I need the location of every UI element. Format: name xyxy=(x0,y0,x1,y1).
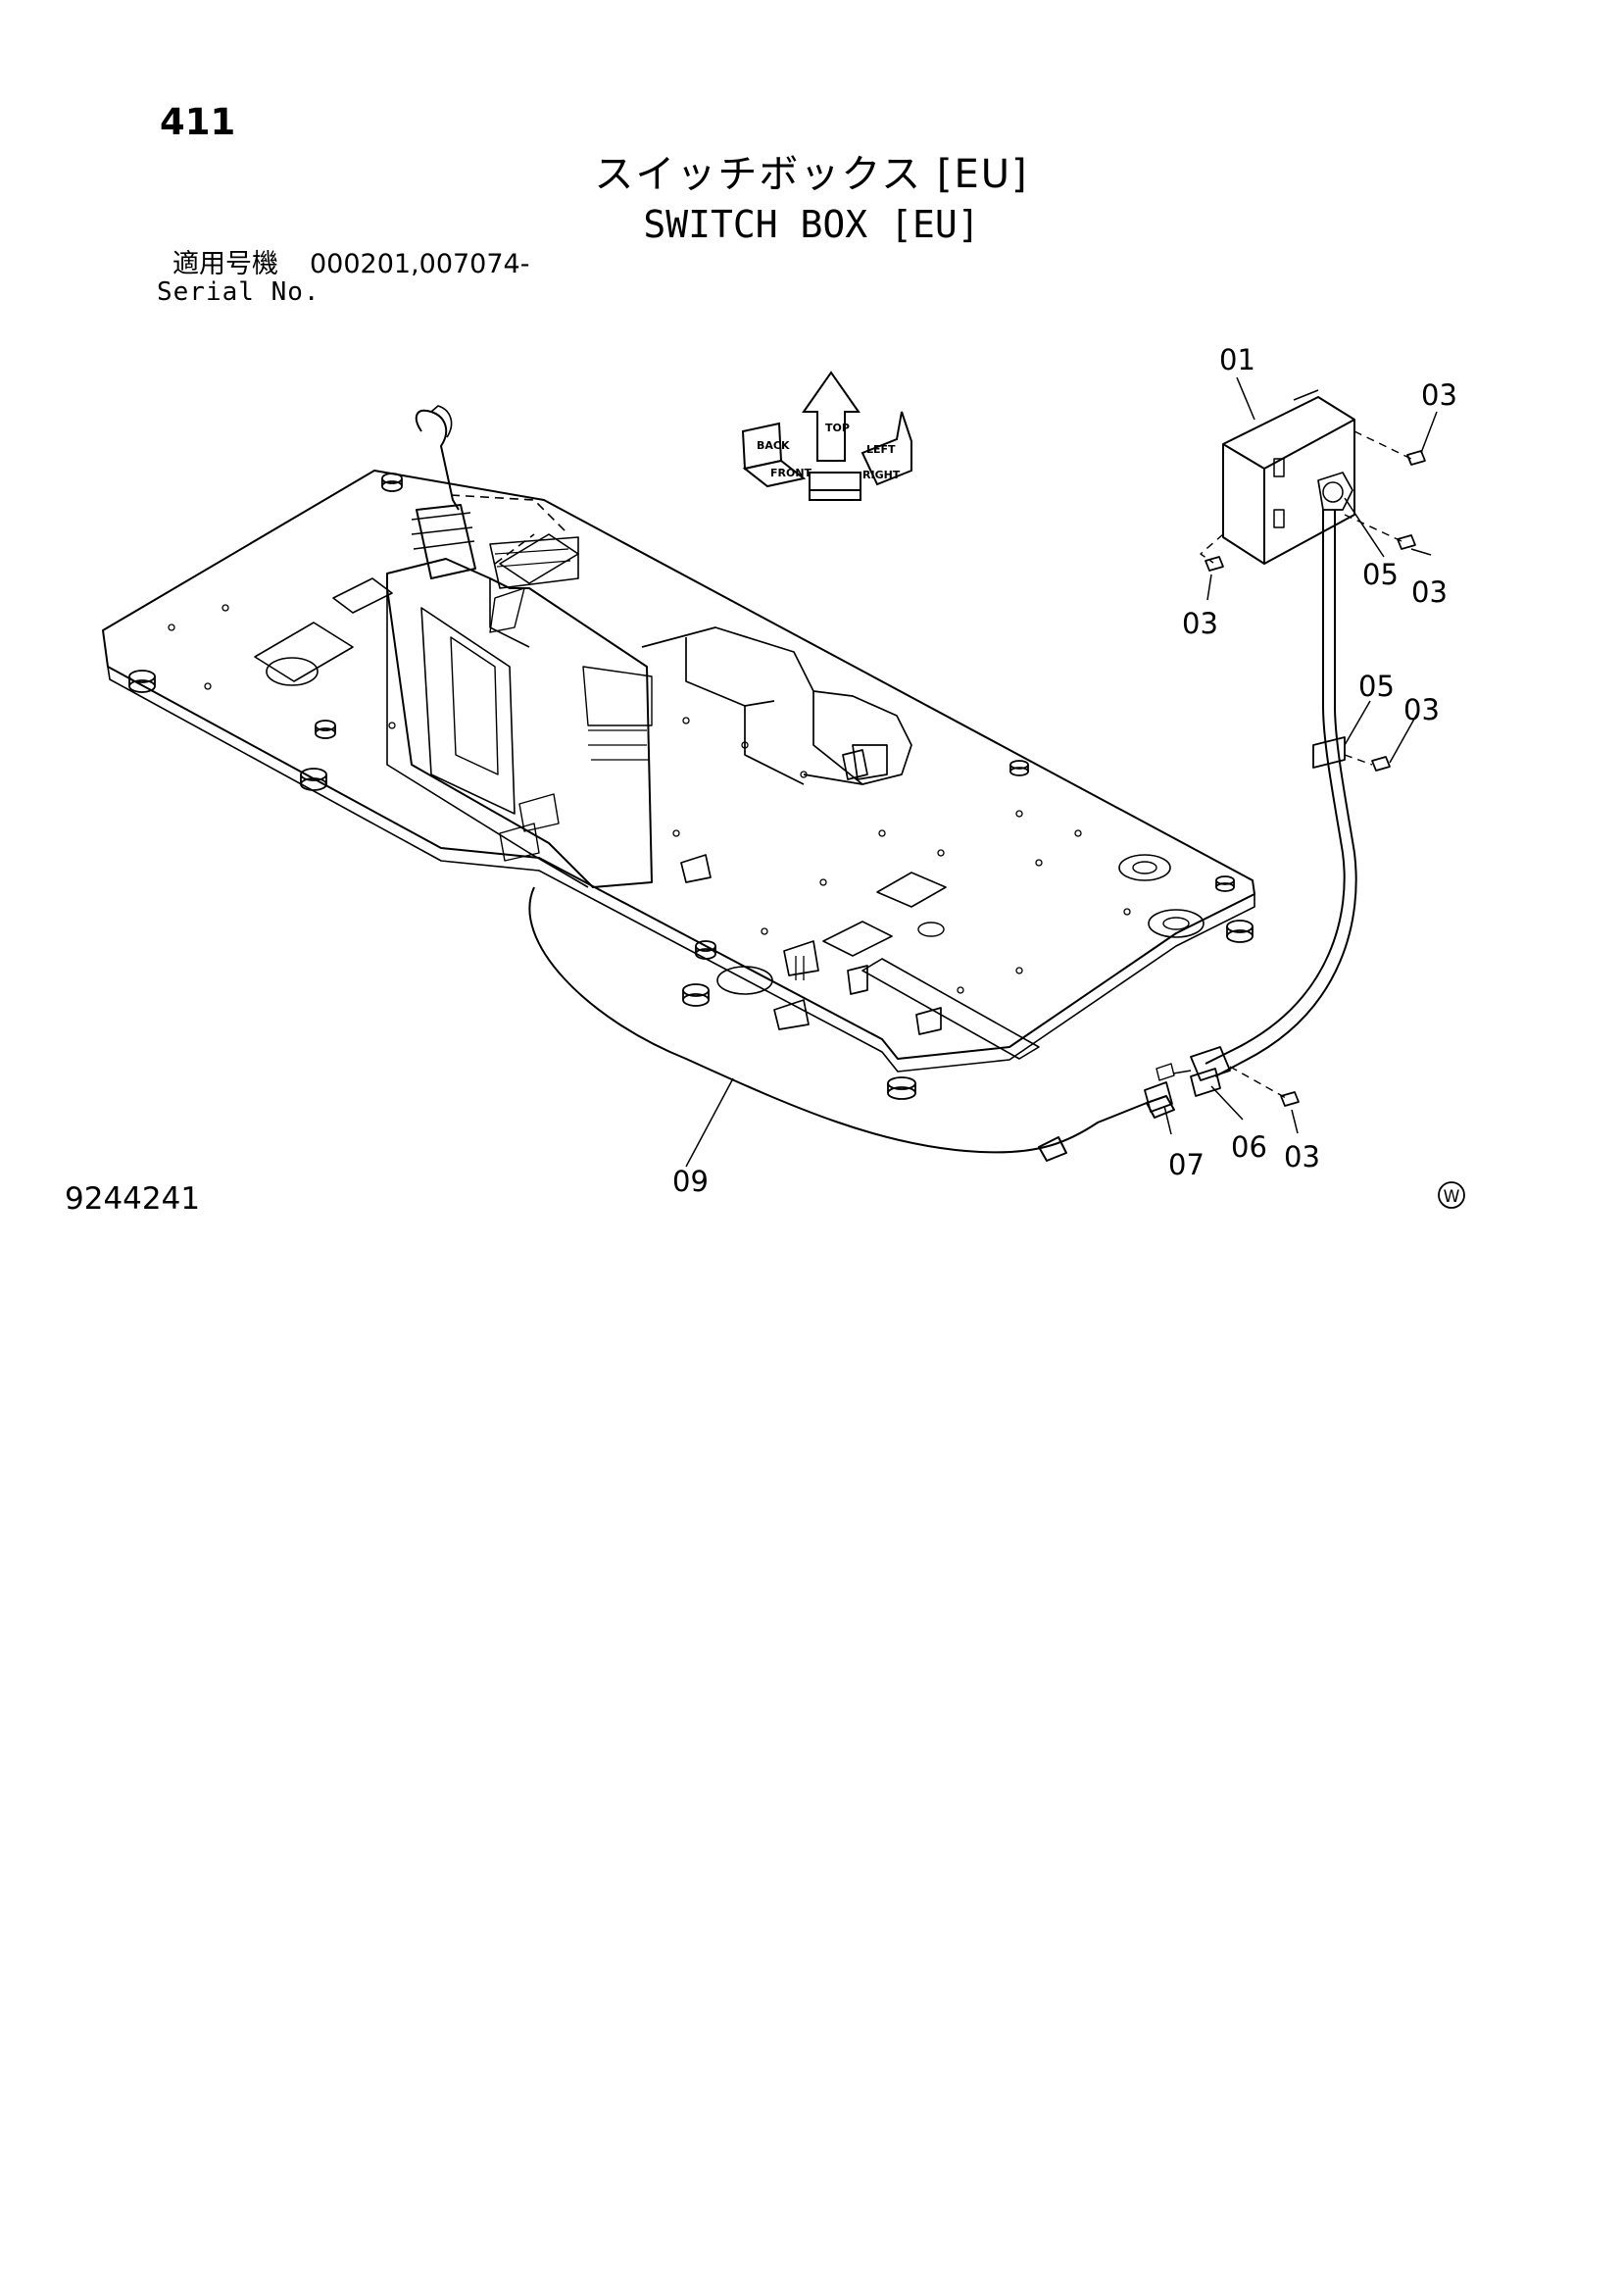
page-title-english: SWITCH BOX [EU] xyxy=(643,203,980,246)
callout-09: 09 xyxy=(672,1165,709,1198)
drawing-number: 9244241 xyxy=(65,1181,201,1217)
direction-right-label: RIGHT xyxy=(862,469,901,481)
page-number: 411 xyxy=(160,101,236,143)
floor-plate xyxy=(102,470,1255,1100)
callout-03-clamp: 03 xyxy=(1403,693,1440,726)
serial-values: 000201,007074- xyxy=(310,249,530,279)
direction-top-label: TOP xyxy=(825,422,850,434)
control-console xyxy=(386,405,653,888)
switch-box xyxy=(1144,389,1357,1113)
callout-05-box: 05 xyxy=(1362,558,1399,591)
callout-05-clamp: 05 xyxy=(1358,670,1395,703)
page-title-japanese: スイッチボックス [EU] xyxy=(594,152,1029,197)
direction-front-label: FRONT xyxy=(770,467,812,479)
callout-03-bottom: 03 xyxy=(1284,1140,1320,1173)
callout-03-left: 03 xyxy=(1182,607,1218,640)
direction-back-label: BACK xyxy=(757,439,790,452)
callout-06: 06 xyxy=(1231,1130,1267,1164)
direction-indicator xyxy=(741,371,912,501)
callout-01: 01 xyxy=(1219,343,1255,376)
circled-w-letter: W xyxy=(1444,1187,1460,1207)
wire-harness xyxy=(528,886,1175,1162)
direction-left-label: LEFT xyxy=(866,443,896,456)
mounting-frame xyxy=(641,626,942,1035)
bolts xyxy=(1205,450,1426,1107)
callout-07: 07 xyxy=(1168,1148,1205,1181)
serial-label-english: Serial No. xyxy=(157,277,320,307)
callout-03-right: 03 xyxy=(1411,575,1448,609)
exploded-parts-diagram: FRONT RIGHT TOP BACK LEFT 01 03 03 05 03… xyxy=(102,343,1465,1209)
callout-03-top: 03 xyxy=(1421,378,1457,412)
circled-w-mark: W xyxy=(1438,1181,1465,1209)
serial-label-japanese: 適用号機 xyxy=(172,249,278,279)
